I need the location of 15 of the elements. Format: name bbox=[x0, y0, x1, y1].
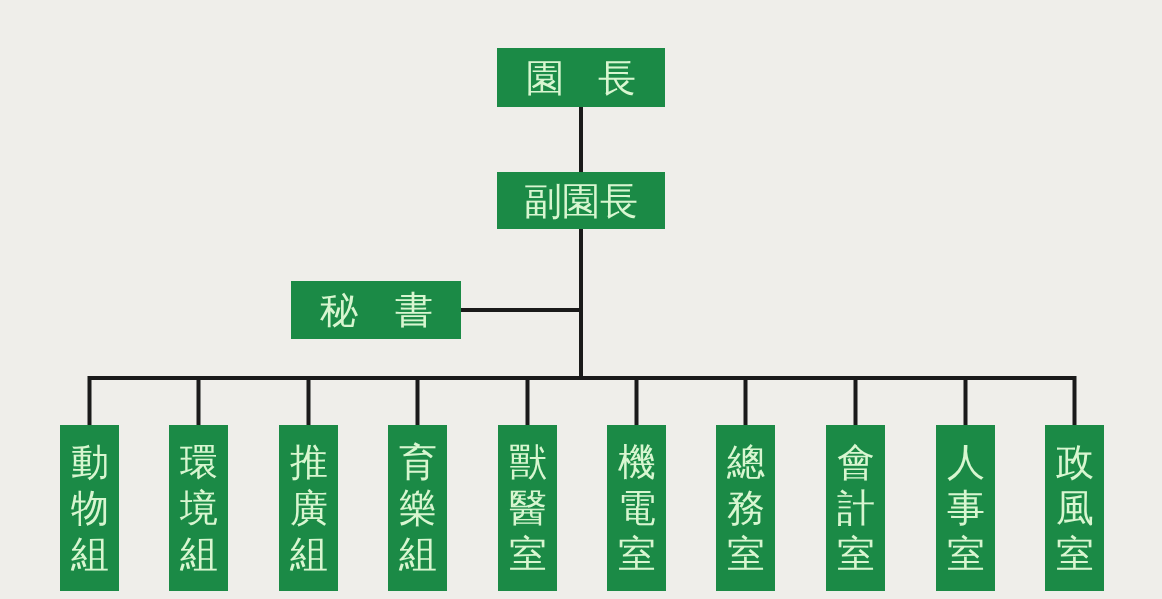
department-box: 會計室 bbox=[826, 425, 885, 591]
department-box: 人事室 bbox=[936, 425, 995, 591]
department-box: 政風室 bbox=[1045, 425, 1104, 591]
department-box: 機電室 bbox=[607, 425, 666, 591]
department-box: 動物組 bbox=[60, 425, 119, 591]
title-box: 副園長 bbox=[497, 172, 665, 229]
department-box: 育樂組 bbox=[388, 425, 447, 591]
department-box: 推廣組 bbox=[279, 425, 338, 591]
department-box: 環境組 bbox=[169, 425, 228, 591]
department-box: 總務室 bbox=[716, 425, 775, 591]
department-box: 獸醫室 bbox=[498, 425, 557, 591]
connector-line bbox=[579, 107, 583, 172]
title-box: 秘書 bbox=[291, 281, 461, 339]
title-box: 園長 bbox=[497, 48, 665, 107]
connector-line bbox=[87, 227, 1077, 427]
